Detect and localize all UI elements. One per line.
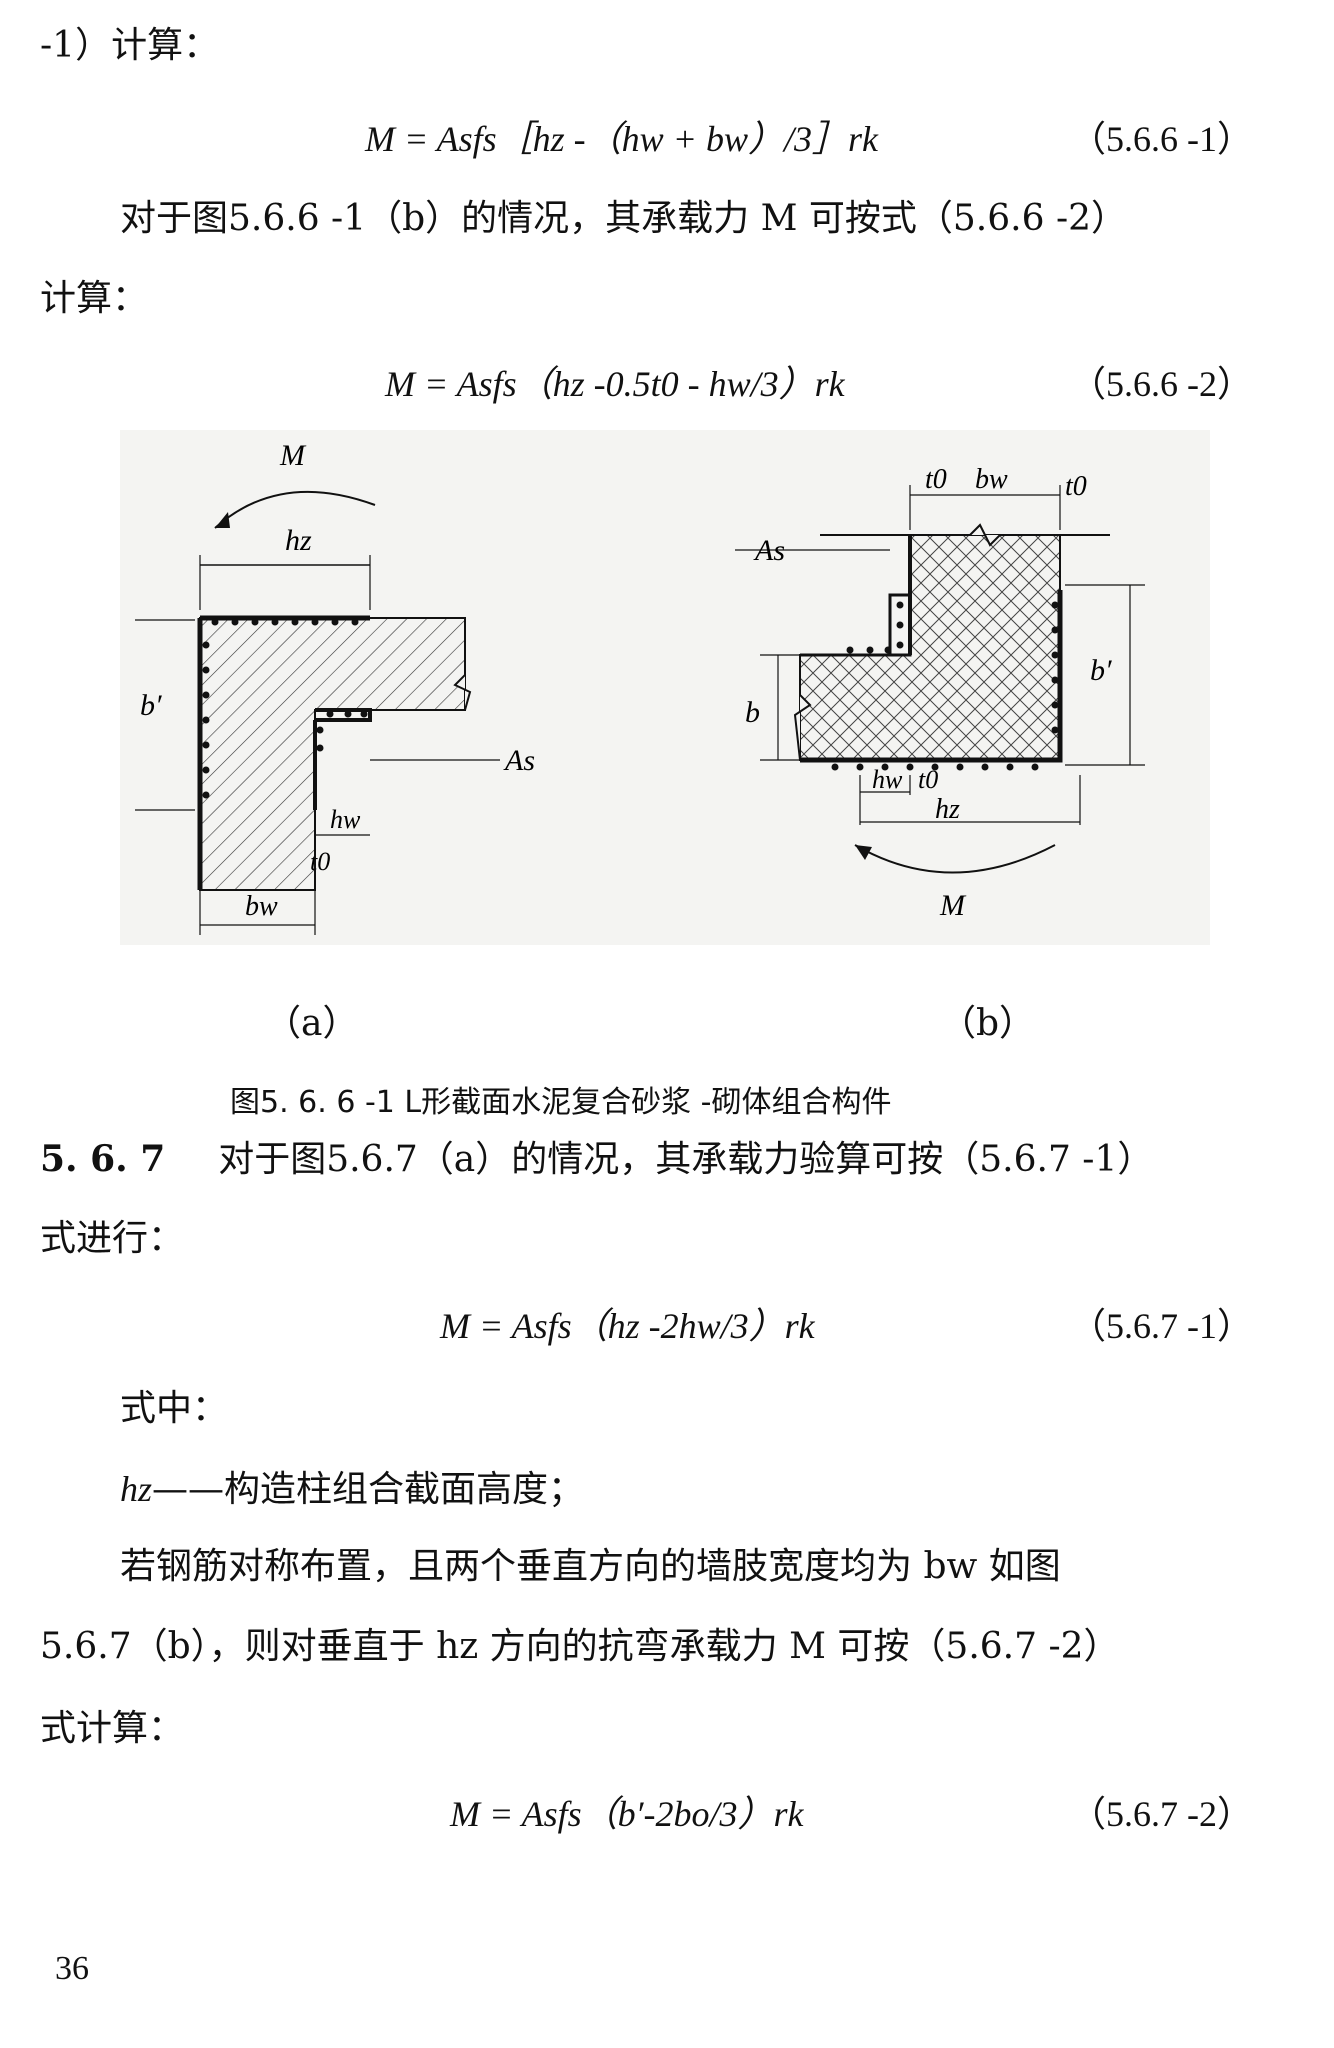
fig-b-As-label: As (753, 534, 785, 567)
paragraph-4a: 若钢筋对称布置，且两个垂直方向的墙肢宽度均为 bw 如图 (120, 1546, 1061, 1587)
section-text-2: 式进行： (40, 1218, 185, 1259)
fig-b-M-label: M (939, 889, 967, 922)
eq2-text: M = Asfs（hz -0.5t0 - hw/3）rk (385, 364, 845, 404)
where-label: 式中： (120, 1388, 229, 1429)
figure-drawing: M hz b′ As hw t0 bw (135, 439, 1145, 935)
fig-a-As-label: As (503, 744, 535, 777)
paragraph-4c: 式计算： (40, 1708, 185, 1749)
fig-b-t0-right-label: t0 (1065, 471, 1087, 502)
figure-label-b: （b） (940, 1003, 1036, 1044)
eq1-text: M = Asfs［hz -（hw + bw）/3］rk (365, 119, 878, 159)
page-number: 36 (55, 1950, 89, 1987)
fig-a-bw-label: bw (245, 891, 278, 922)
equation-number-5-6-6-2: （5.6.6 -2） (1070, 364, 1253, 404)
fig-a-hz-label: hz (285, 524, 312, 557)
equation-number-5-6-7-2: （5.6.7 -2） (1070, 1794, 1253, 1834)
section-number: 5. 6. 7 (40, 1138, 166, 1180)
equation-5-6-7-1: M = Asfs（hz -2hw/3）rk (440, 1297, 815, 1349)
fig-a-M-label: M (279, 439, 307, 472)
fig-a-t0-label: t0 (310, 847, 330, 876)
eq4-text: M = Asfs（b′-2bo/3）rk (450, 1794, 804, 1834)
figure-b: t0 bw t0 As b′ b hw t0 hz (735, 464, 1145, 922)
equation-5-6-6-1: M = Asfs［hz -（hw + bw）/3］rk (365, 110, 878, 162)
fig-b-bprime-label: b′ (1090, 654, 1112, 687)
paragraph-line-2b: 计算： (40, 278, 149, 319)
figure-a: M hz b′ As hw t0 bw (135, 439, 535, 935)
equation-number-5-6-6-1: （5.6.6 -1） (1070, 119, 1253, 159)
fig-b-b-label: b (745, 696, 760, 729)
equation-5-6-6-2: M = Asfs（hz -0.5t0 - hw/3）rk (385, 355, 845, 407)
figure-panel: M hz b′ As hw t0 bw (120, 430, 1210, 945)
eq3-text: M = Asfs（hz -2hw/3）rk (440, 1306, 815, 1346)
fig-b-hw-label: hw (872, 765, 903, 794)
figure-caption: 图5. 6. 6 -1 L形截面水泥复合砂浆 -砌体组合构件 (230, 1085, 892, 1120)
fig-b-t0-label: t0 (918, 765, 938, 794)
section-heading-line: 5. 6. 7 对于图5.6.7（a）的情况，其承载力验算可按（5.6.7 -1… (40, 1135, 1153, 1184)
fig-a-bprime-label: b′ (140, 689, 162, 722)
equation-5-6-7-2: M = Asfs（b′-2bo/3）rk (450, 1785, 804, 1837)
definition-symbol: hz (120, 1469, 153, 1509)
paragraph-4b: 5.6.7（b），则对垂直于 hz 方向的抗弯承载力 M 可按（5.6.7 -2… (40, 1626, 1120, 1667)
equation-number-5-6-7-1: （5.6.7 -1） (1070, 1306, 1253, 1346)
fig-b-t0-left-label: t0 (925, 464, 947, 495)
fig-a-hw-label: hw (330, 805, 361, 834)
definition-text: ——构造柱组合截面高度； (152, 1469, 585, 1510)
definition-line: hz——构造柱组合截面高度； (120, 1465, 584, 1514)
text-line-1: -1）计算： (40, 25, 220, 66)
fig-b-bw-label: bw (975, 464, 1008, 495)
paragraph-line-2a: 对于图5.6.6 -1（b）的情况，其承载力 M 可按式（5.6.6 -2） (120, 198, 1128, 239)
section-text-1: 对于图5.6.7（a）的情况，其承载力验算可按（5.6.7 -1） (218, 1139, 1154, 1180)
fig-b-hz-label: hz (935, 794, 960, 825)
figure-label-a: （a） (265, 1003, 359, 1044)
